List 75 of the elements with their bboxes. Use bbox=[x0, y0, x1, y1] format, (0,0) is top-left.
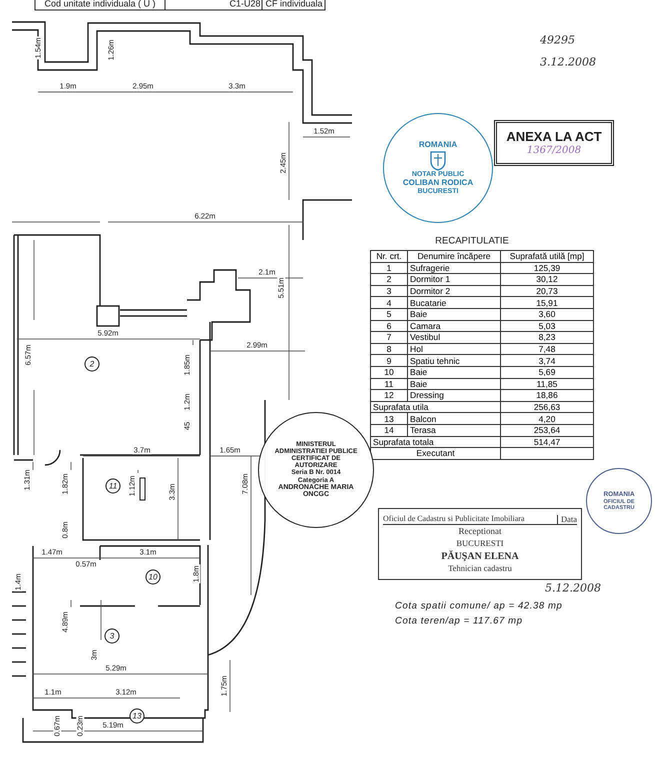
table-header-cell: Suprafată utilă [mp] bbox=[500, 250, 594, 262]
table-cell: Hol bbox=[408, 343, 500, 355]
room-number: 2 bbox=[84, 356, 100, 372]
table-cell: 4 bbox=[370, 296, 408, 308]
room-number: 3 bbox=[104, 628, 120, 644]
quota-note: Cota teren/ap = 117.67 mp bbox=[395, 616, 523, 626]
header-cell-text: Cod unitate individuala ( U ) bbox=[44, 0, 156, 8]
table-cell: 12 bbox=[370, 390, 408, 402]
table-header-cell: Nr. crt. bbox=[370, 250, 408, 262]
stamp-status: Receptionat bbox=[458, 527, 502, 538]
room-number: 11 bbox=[106, 478, 120, 494]
handwritten-note: 1367/2008 bbox=[526, 144, 582, 156]
table-cell: 9 bbox=[370, 354, 408, 366]
room-number: 10 bbox=[146, 570, 160, 584]
table-cell: 20,73 bbox=[500, 285, 594, 297]
table-cell: 13 bbox=[370, 412, 408, 424]
table-cell: Baie bbox=[408, 366, 500, 378]
table-cell: 5,03 bbox=[500, 320, 594, 332]
table-header-cell: Denumire încăpere bbox=[408, 250, 500, 262]
receipt-stamp-box bbox=[378, 508, 582, 580]
table-cell: 5,69 bbox=[500, 366, 594, 378]
room-number: 13 bbox=[130, 708, 144, 724]
table-cell: 256,63 bbox=[500, 401, 594, 413]
table-cell: Dormitor 2 bbox=[408, 285, 500, 297]
table-cell: 2 bbox=[370, 274, 408, 286]
table-cell: 1 bbox=[370, 262, 408, 274]
table-cell: Suprafata utila bbox=[370, 401, 500, 413]
header-cell-text: CF individuala bbox=[265, 0, 323, 8]
table-cell: 11 bbox=[370, 378, 408, 390]
table-cell: 3,74 bbox=[500, 354, 594, 366]
handwritten-note: 49295 bbox=[540, 34, 575, 46]
table-cell: Bucatarie bbox=[408, 296, 500, 308]
table-cell: Suprafata totala bbox=[370, 436, 500, 448]
table-title: RECAPITULATIE bbox=[435, 236, 509, 246]
table-cell: Spatiu tehnic bbox=[408, 354, 500, 366]
table-cell: 15,91 bbox=[500, 296, 594, 308]
table-cell: 5 bbox=[370, 308, 408, 320]
date-field-label: Data bbox=[556, 515, 577, 524]
table-cell: 30,12 bbox=[500, 274, 594, 286]
table-cell: Dormitor 1 bbox=[408, 274, 500, 286]
handwritten-note: 5.12.2008 bbox=[545, 582, 601, 594]
handwritten-note: 3.12.2008 bbox=[540, 56, 596, 68]
table-cell: 7 bbox=[370, 332, 408, 344]
table-cell: Vestibul bbox=[408, 332, 500, 344]
table-cell: 8 bbox=[370, 343, 408, 355]
stamp-text: COLIBAN RODICA bbox=[402, 179, 474, 188]
table-cell: Dressing bbox=[408, 390, 500, 402]
table-cell: 10 bbox=[370, 366, 408, 378]
table-cell: Baie bbox=[408, 308, 500, 320]
stamp-box bbox=[494, 120, 614, 166]
table-cell: 3,60 bbox=[500, 308, 594, 320]
quota-note: Cota spatii comune/ ap = 42.38 mp bbox=[395, 601, 562, 611]
stamp-city: BUCURESTI bbox=[456, 539, 504, 549]
table-cell: Balcon bbox=[408, 412, 500, 424]
signer-role: Tehnician cadastru bbox=[448, 564, 512, 573]
table-cell: 11,85 bbox=[500, 378, 594, 390]
table-cell: Baie bbox=[408, 378, 500, 390]
table-cell: Terasa bbox=[408, 424, 500, 436]
table-cell: 14 bbox=[370, 424, 408, 436]
table-cell: Sufragerie bbox=[408, 262, 500, 274]
signer-name: PĂUŞAN ELENA bbox=[441, 550, 519, 562]
table-cell: Camara bbox=[408, 320, 500, 332]
table-cell: 253,64 bbox=[500, 424, 594, 436]
table-cell: 4,20 bbox=[500, 412, 594, 424]
table-cell: 6 bbox=[370, 320, 408, 332]
stamp-text: ANEXA LA ACT bbox=[506, 130, 602, 145]
table-cell: 7,48 bbox=[500, 343, 594, 355]
table-cell: 514,47 bbox=[500, 436, 594, 448]
header-cell-text: C1-U28 bbox=[230, 0, 260, 8]
stamp-text: ROMANIA bbox=[418, 140, 458, 150]
table-cell: 8,23 bbox=[500, 332, 594, 344]
table-cell: 18,86 bbox=[500, 390, 594, 402]
table-cell: 125,39 bbox=[500, 262, 594, 274]
office-name: Oficiul de Cadastru si Publicitate Imobiliara bbox=[383, 515, 525, 524]
table-cell: 3 bbox=[370, 285, 408, 297]
